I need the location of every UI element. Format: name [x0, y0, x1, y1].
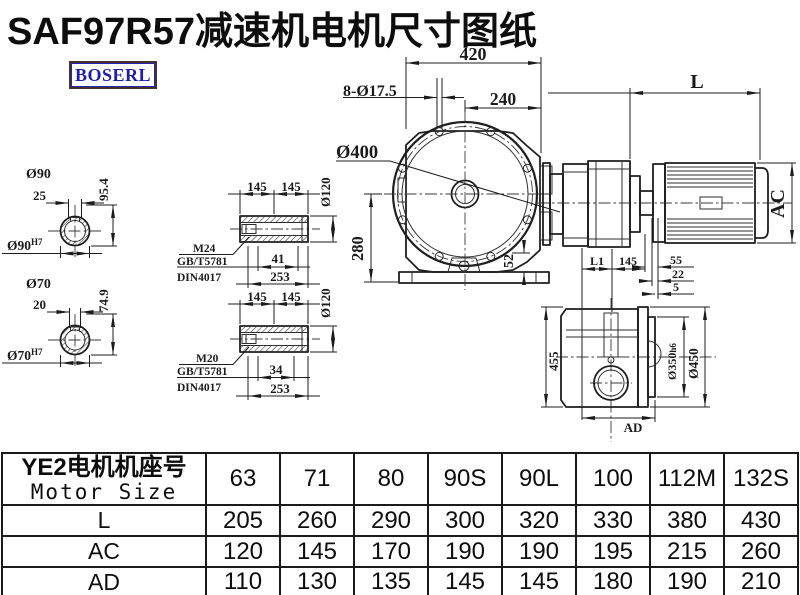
dim-side-ac: AC [767, 189, 789, 218]
dim-shaft24-l2: 145 [281, 179, 301, 194]
col-71: 71 [279, 452, 355, 506]
label-shaft20-std1: GB/T5781 [177, 366, 228, 378]
dim-front-dia: Ø400 [336, 143, 378, 163]
dim-side-l1: L1 [590, 254, 604, 268]
view-shaft-m24: 145 145 Ø120 M24 GB/T5781 DIN4017 41 253 [177, 177, 337, 288]
label-shaft20-thread: M20 [196, 353, 219, 365]
dim-side-55: 55 [670, 253, 682, 267]
view-side: L AC L1 145 55 22 5 [537, 71, 796, 420]
view-rear: 455 Ø350h6 Ø450 AD [541, 298, 716, 442]
col-90S: 90S [427, 452, 503, 506]
dim-front-height: 280 [348, 236, 367, 261]
dim-shaft24-dia: Ø120 [318, 177, 333, 207]
dim-front-width: 420 [460, 44, 487, 64]
dim-rear-flange: Ø450 [686, 348, 701, 379]
dim-shaft20-total: 253 [270, 381, 290, 396]
label-hub70-dia: Ø70 [26, 277, 51, 292]
label-hub90-bore: Ø90H7 [7, 237, 43, 253]
dim-side-flange: 145 [619, 254, 637, 268]
dim-front-half: 240 [490, 89, 517, 109]
col-90L: 90L [501, 452, 577, 506]
page-title: SAF97R57减速机电机尺寸图纸 [7, 11, 537, 53]
view-hub-90: 25 Ø90 95.4 Ø90H7 [2, 167, 117, 258]
dim-hub70-key: 20 [33, 297, 46, 312]
col-132S: 132S [723, 452, 799, 506]
brand-logo-text: BOSERL [71, 63, 156, 87]
dim-side-length: L [690, 71, 703, 93]
col-80: 80 [353, 452, 429, 506]
dim-shaft24-key: 41 [272, 251, 285, 266]
table-row-L: L 205 260 290 300 320 330 380 430 [1, 504, 799, 537]
table-row-AD: AD 110 130 135 145 145 180 190 210 [1, 566, 799, 595]
dim-shaft20-l2: 145 [281, 289, 301, 304]
view-hub-70: 20 Ø70 74.9 Ø70H7 [2, 277, 117, 367]
label-shaft24-thread: M24 [193, 243, 216, 255]
dim-hub90-height: 95.4 [96, 178, 111, 201]
col-112M: 112M [649, 452, 725, 506]
label-shaft24-std2: DIN4017 [177, 272, 221, 284]
dim-side-5: 5 [673, 280, 679, 294]
dim-side-22: 22 [672, 267, 684, 281]
table-row-AC: AC 120 145 170 190 190 195 215 260 [1, 535, 799, 568]
brand-logo: BOSERL [69, 61, 158, 89]
label-hub70-bore: Ø70H7 [7, 347, 43, 363]
view-shaft-m20: 145 145 Ø120 M20 GB/T5781 DIN4017 34 253 [177, 288, 337, 400]
col-63: 63 [205, 452, 281, 506]
dim-rear-height: 455 [546, 351, 561, 371]
dim-hub70-height: 74.9 [96, 289, 111, 312]
dim-hub90-key: 25 [33, 188, 47, 203]
dim-shaft20-l1: 145 [247, 289, 267, 304]
dim-front-holes: 8-Ø17.5 [343, 83, 397, 100]
dim-front-foot: 52 [502, 254, 517, 268]
label-shaft20-std2: DIN4017 [177, 382, 221, 394]
label-hub90-dia: Ø90 [26, 167, 51, 182]
dim-rear-ad: AD [624, 420, 643, 435]
dim-shaft24-l1: 145 [247, 179, 267, 194]
view-front: Ø400 420 240 8-Ø17.5 280 52 [336, 44, 561, 290]
dim-shaft20-dia: Ø120 [318, 288, 333, 318]
col-100: 100 [575, 452, 651, 506]
dim-shaft20-key: 34 [270, 362, 284, 377]
dim-shaft24-total: 253 [270, 269, 290, 284]
dim-rear-spigot: Ø350h6 [665, 343, 679, 380]
label-shaft24-std1: GB/T5781 [177, 256, 228, 268]
technical-drawing: 25 Ø90 95.4 Ø90H7 20 Ø70 [2, 44, 796, 442]
